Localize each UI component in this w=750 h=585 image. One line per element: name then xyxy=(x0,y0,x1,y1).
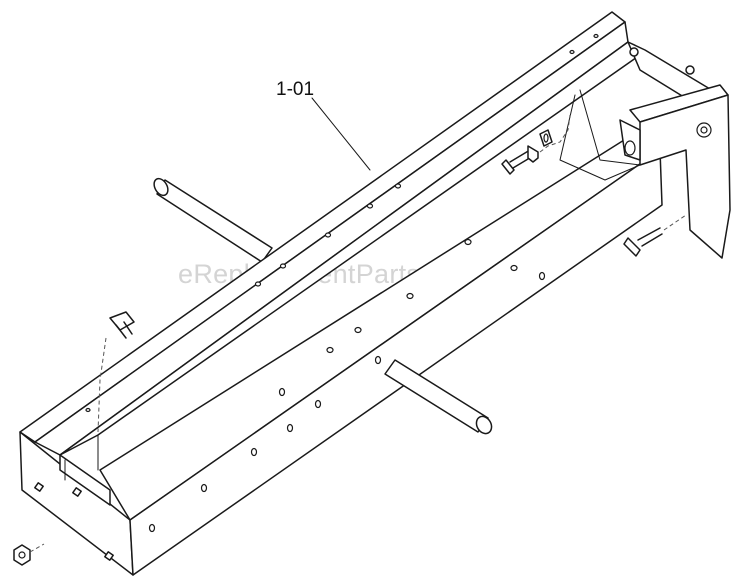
bolt-upper-right xyxy=(501,114,571,175)
front-cross-bar xyxy=(59,454,111,506)
front-end-square-holes xyxy=(34,482,114,561)
front-axle-rod xyxy=(384,359,493,435)
bolt-right xyxy=(623,214,687,257)
inner-rail-holes xyxy=(326,238,518,354)
callout-leader xyxy=(311,97,371,171)
rear-bracket xyxy=(559,41,731,259)
top-rail-holes xyxy=(85,33,599,413)
callout-label: 1-01 xyxy=(276,79,314,100)
rear-axle-rod xyxy=(153,177,273,263)
front-face-holes xyxy=(148,271,546,533)
frame-rail-right xyxy=(19,129,663,576)
bolt-left xyxy=(97,311,135,433)
nut-front xyxy=(13,543,45,566)
